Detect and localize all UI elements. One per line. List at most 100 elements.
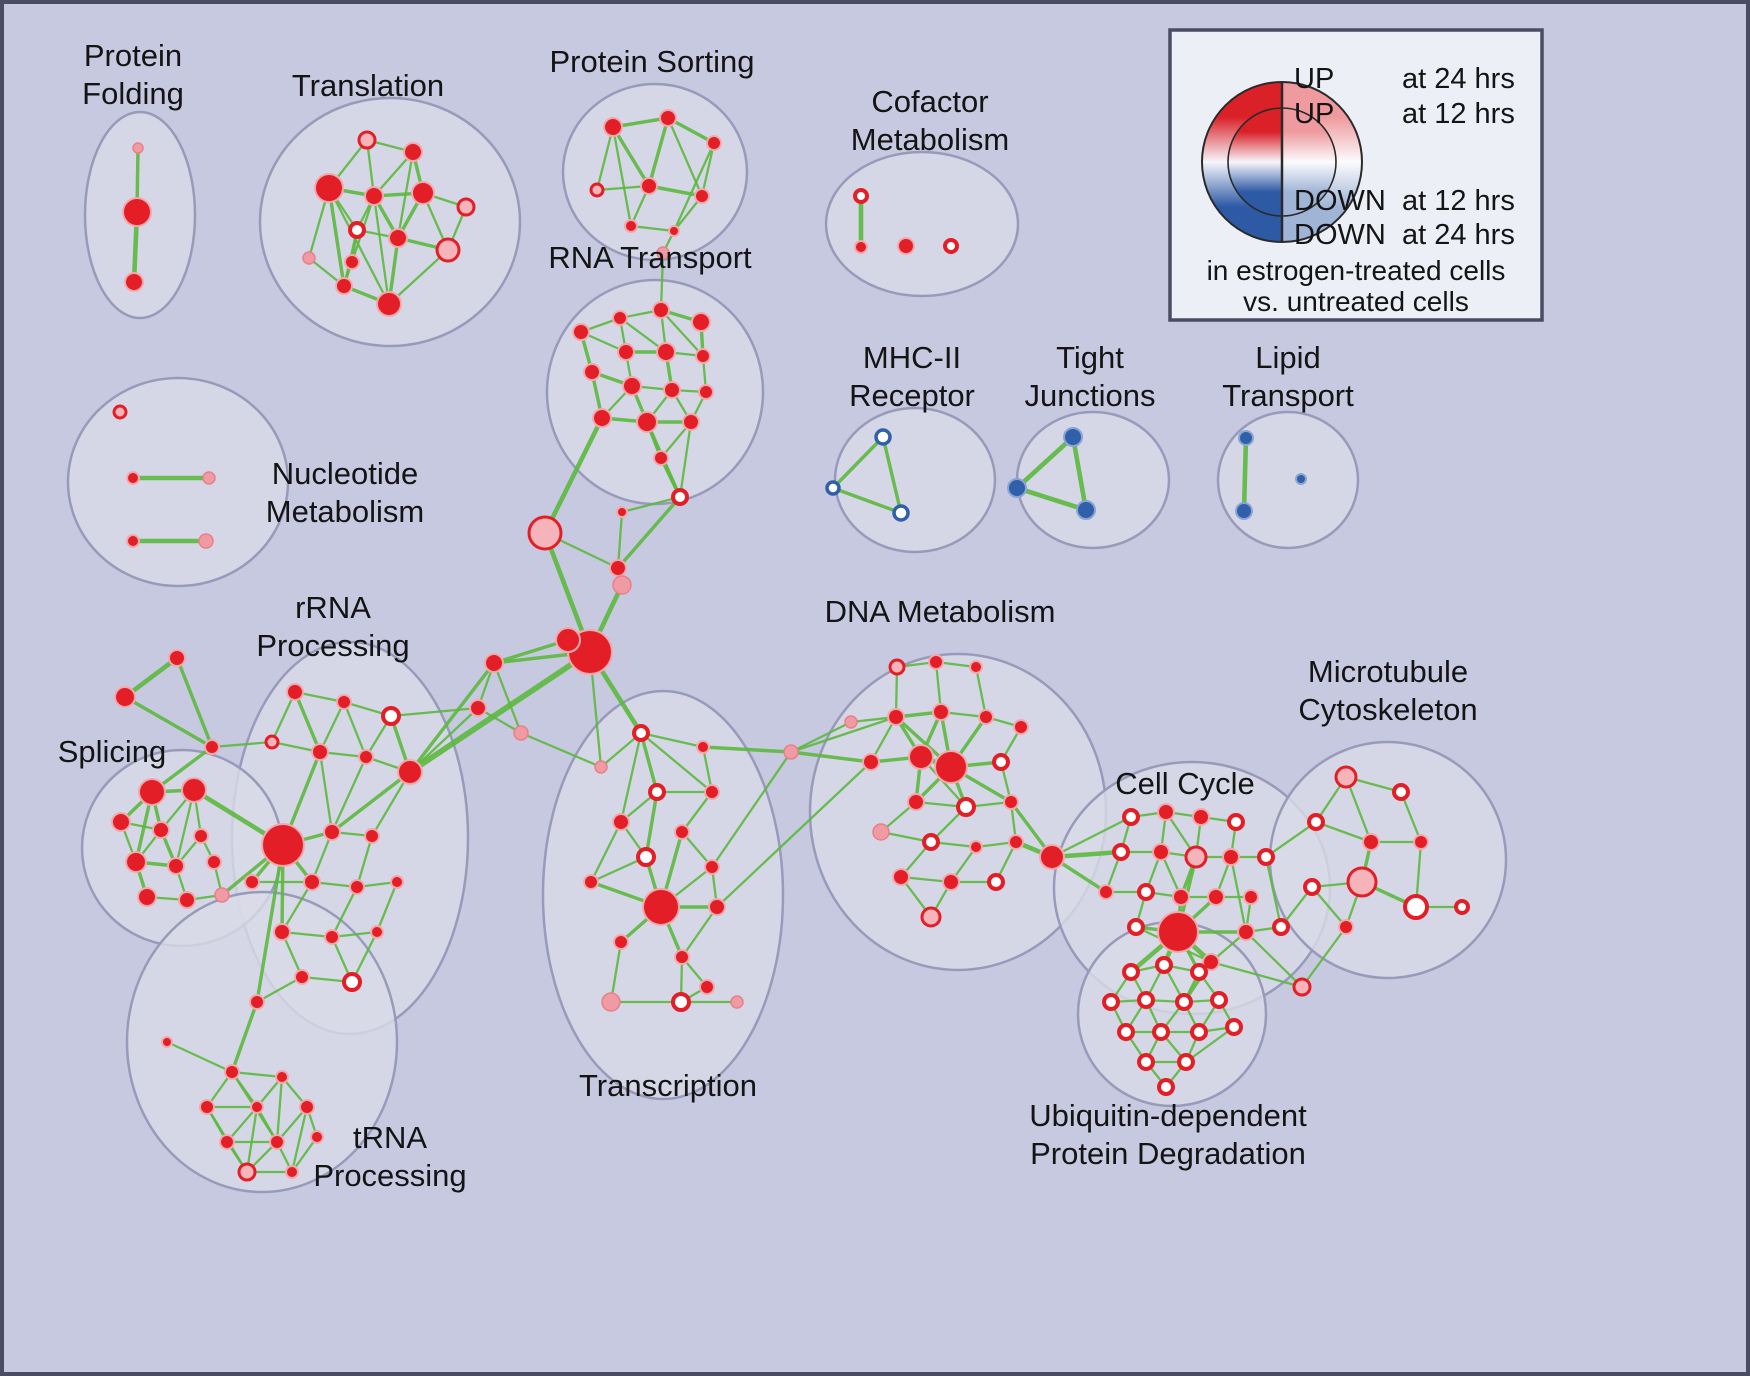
gene-node	[892, 868, 910, 886]
gene-node	[853, 188, 869, 204]
gene-node	[370, 925, 384, 939]
gene-node	[1346, 866, 1378, 898]
gene-node	[969, 840, 983, 854]
interaction-edge	[1070, 434, 1089, 513]
gene-node	[167, 857, 185, 875]
gene-node	[928, 654, 944, 670]
cluster-label-tight-junctions: Tight	[1056, 340, 1124, 375]
interaction-edge	[280, 880, 314, 934]
cluster-label-splicing: Splicing	[58, 734, 167, 769]
gene-node	[694, 188, 710, 204]
cluster-label-nucleotide-metabolism: Nucleotide	[272, 456, 418, 491]
gene-node	[825, 480, 841, 496]
gene-node	[199, 1099, 215, 1115]
interaction-edge	[700, 141, 716, 198]
gene-node	[642, 888, 680, 926]
interaction-edge	[318, 700, 346, 754]
gene-node	[1295, 473, 1307, 485]
gene-node	[969, 660, 983, 674]
gene-node	[1413, 834, 1429, 850]
interaction-edge	[1229, 855, 1248, 934]
interaction-edge	[789, 720, 853, 754]
interaction-edge	[974, 665, 988, 719]
gene-node	[303, 873, 321, 891]
interaction-edge	[701, 745, 793, 754]
gene-node	[286, 683, 304, 701]
gene-node	[653, 450, 669, 466]
gene-node	[862, 753, 880, 771]
node-layer	[111, 109, 1470, 1182]
cluster-label-protein-sorting: Protein Sorting	[549, 44, 754, 79]
interaction-edge	[519, 731, 603, 769]
gene-node	[897, 237, 915, 255]
gene-node	[137, 887, 157, 907]
gene-node	[956, 797, 976, 817]
gene-node	[314, 173, 344, 203]
cluster-cofactor-metabolism	[824, 150, 1020, 298]
interaction-edge	[589, 855, 648, 884]
interaction-edge	[1264, 820, 1318, 859]
interaction-edge	[1244, 930, 1304, 989]
interaction-edge	[789, 750, 873, 764]
gene-node	[469, 699, 487, 717]
gene-node	[616, 506, 628, 518]
gene-node	[907, 793, 925, 811]
interaction-edge	[1300, 925, 1348, 989]
gene-node	[617, 343, 635, 361]
legend-down-12-label: DOWN	[1294, 185, 1386, 217]
gene-node	[250, 1100, 264, 1114]
gene-node	[648, 783, 666, 801]
gene-node	[1137, 883, 1155, 901]
cluster-label-microtubule-cytoskeleton: Microtubule	[1308, 654, 1468, 689]
gene-node	[1137, 991, 1155, 1009]
interaction-edge	[230, 1070, 284, 1079]
cluster-layer	[66, 82, 1508, 1194]
gene-node	[1122, 808, 1140, 826]
interaction-edge	[644, 790, 659, 859]
gene-node	[656, 246, 670, 260]
gene-node	[583, 874, 599, 890]
gene-node	[1137, 1053, 1155, 1071]
cluster-label-cell-cycle: Cell Cycle	[1115, 766, 1255, 801]
gene-node	[358, 749, 374, 765]
interaction-edge	[831, 486, 903, 515]
gene-node	[1102, 993, 1120, 1011]
interaction-edge	[230, 1000, 259, 1074]
interaction-edge	[639, 731, 659, 794]
gene-node	[874, 428, 892, 446]
gene-node	[698, 384, 714, 400]
gene-node	[1454, 899, 1470, 915]
gene-node	[730, 995, 744, 1009]
interaction-edge	[372, 194, 391, 306]
gene-node	[1008, 834, 1024, 850]
cluster-mhc-ii-receptor	[833, 406, 997, 554]
gene-node	[640, 177, 658, 195]
gene-node	[609, 559, 627, 577]
interaction-edge	[255, 975, 304, 1004]
gene-node	[934, 750, 968, 784]
gene-node	[264, 734, 280, 750]
gene-node	[435, 237, 461, 263]
gene-node	[612, 310, 628, 326]
gene-node	[244, 874, 260, 890]
gene-node	[273, 923, 291, 941]
cluster-label-protein-folding: Protein	[84, 38, 182, 73]
interaction-edge	[165, 1040, 234, 1074]
gene-node	[1190, 963, 1208, 981]
cluster-label-mhc-ii-receptor: Receptor	[849, 378, 975, 413]
gene-node	[1157, 1078, 1175, 1096]
interaction-edge	[680, 905, 719, 959]
gene-node	[204, 739, 220, 755]
interaction-edge	[616, 495, 682, 570]
gene-node	[1112, 843, 1130, 861]
gene-node	[592, 408, 612, 428]
gene-node	[612, 575, 632, 595]
interaction-edge	[1241, 435, 1249, 514]
gene-node	[125, 851, 147, 873]
gene-node	[161, 1036, 173, 1048]
gene-node	[1192, 808, 1210, 826]
gene-node	[1272, 918, 1290, 936]
interaction-edge	[1050, 815, 1133, 859]
gene-node	[1122, 963, 1140, 981]
